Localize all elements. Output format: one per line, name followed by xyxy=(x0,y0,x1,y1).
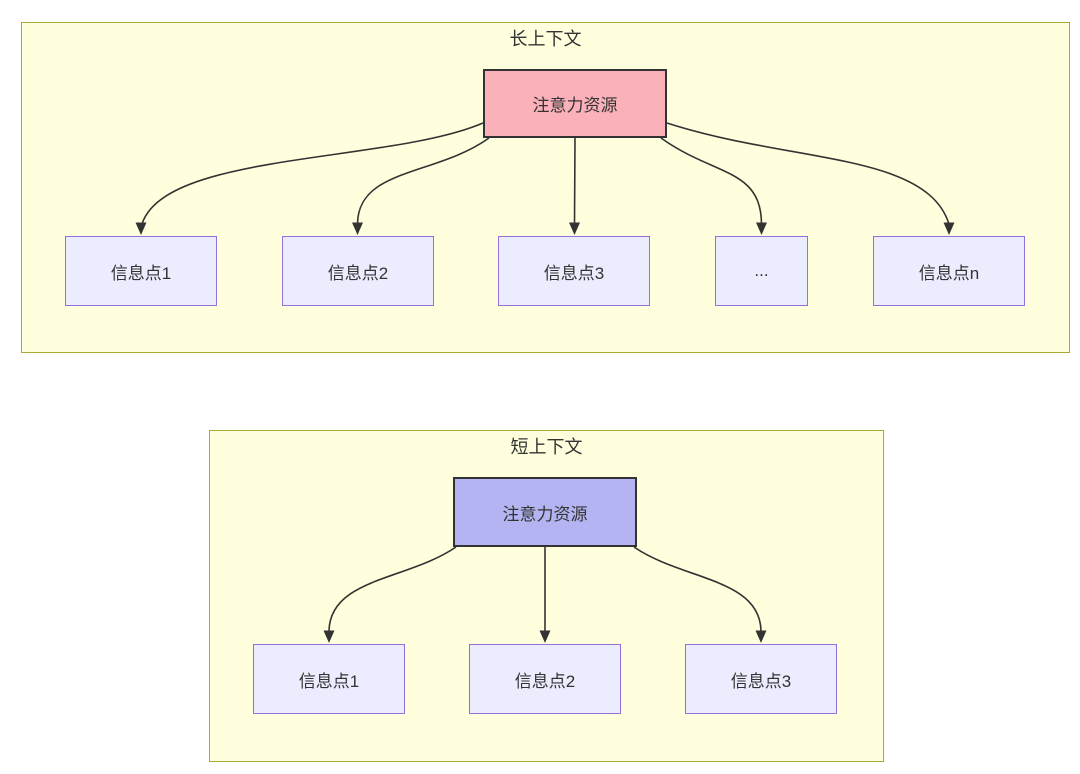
arrowhead-long-infon xyxy=(943,222,955,235)
edge-short-to-info3 xyxy=(633,546,762,632)
arrowhead-long-info2 xyxy=(352,222,363,235)
panel-long-context-title: 长上下文 xyxy=(509,29,582,49)
info-node-short-2: 信息点2 xyxy=(469,644,621,714)
edge-long-to-info2 xyxy=(356,137,490,225)
info-node-long-2: 信息点2 xyxy=(282,236,434,306)
info-node-short-1: 信息点1 xyxy=(253,644,405,714)
info-node-short-3: 信息点3 xyxy=(685,644,837,714)
edge-long-to-info1 xyxy=(141,122,484,225)
panel-short-context-title: 短上下文 xyxy=(510,437,583,457)
arrowhead-short-info2 xyxy=(539,630,551,643)
info-node-long-n: 信息点n xyxy=(873,236,1025,306)
info-node-long-1: 信息点1 xyxy=(65,236,217,306)
info-node-long-ellipsis: ... xyxy=(715,236,808,306)
edge-short-to-info1 xyxy=(328,546,457,632)
info-node-long-3: 信息点3 xyxy=(498,236,650,306)
arrowhead-long-info1 xyxy=(135,222,147,235)
edge-long-to-ellipsis xyxy=(660,137,763,225)
edge-long-to-infon xyxy=(666,122,950,225)
arrowhead-short-info3 xyxy=(755,630,767,643)
arrowhead-long-info3 xyxy=(569,222,580,235)
arrowhead-long-ellipsis xyxy=(756,222,767,235)
attention-node-long: 注意力资源 xyxy=(483,69,667,138)
attention-node-short: 注意力资源 xyxy=(453,477,637,547)
edge-long-to-info3 xyxy=(573,137,576,225)
arrowhead-short-info1 xyxy=(323,630,335,643)
